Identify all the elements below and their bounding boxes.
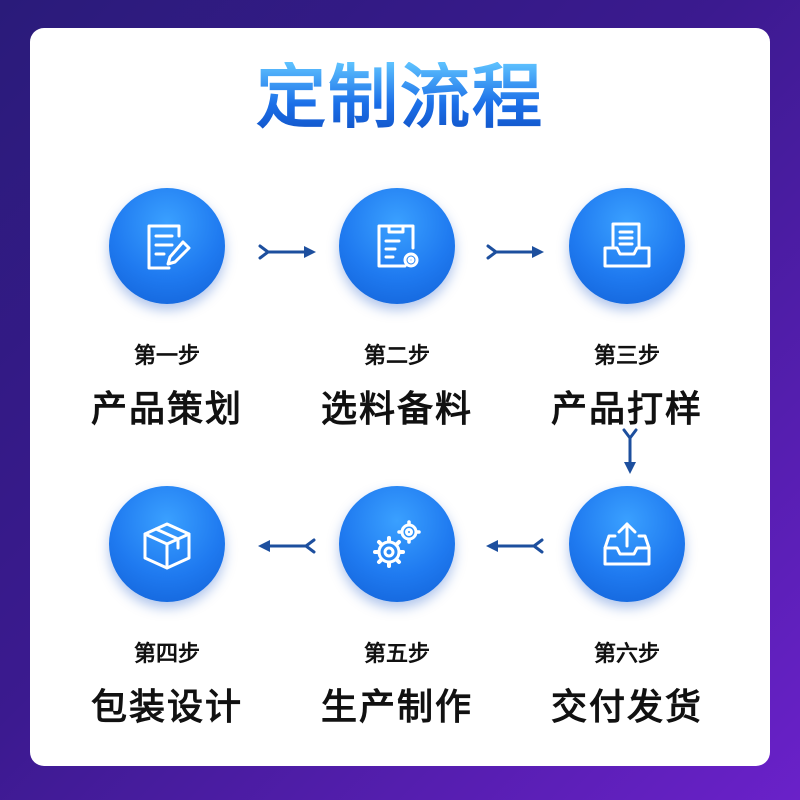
step-1: 第一步 产品策划 — [67, 188, 267, 432]
step-2: 第二步 选料备料 — [297, 188, 497, 432]
gears-icon — [373, 520, 421, 568]
step-3-circle — [569, 188, 685, 304]
step-2-name: 选料备料 — [320, 389, 473, 430]
content-card — [30, 28, 770, 766]
arrow-down-3-to-6 — [622, 428, 638, 476]
arrow-left-5-to-4 — [256, 538, 316, 554]
step-1-circle — [109, 188, 225, 304]
step-4-name: 包装设计 — [90, 687, 243, 728]
step-3: 第三步 产品打样 — [527, 188, 727, 432]
page-title: 定制流程 — [0, 62, 800, 132]
step-1-number: 第一步 — [133, 344, 200, 369]
step-3-name: 产品打样 — [550, 389, 703, 430]
step-5-number: 第五步 — [363, 642, 430, 667]
step-6-circle — [569, 486, 685, 602]
step-2-number: 第二步 — [363, 344, 430, 369]
package-box-icon — [143, 522, 191, 570]
step-6-name: 交付发货 — [550, 687, 703, 728]
step-4-number: 第四步 — [133, 642, 200, 667]
step-4-circle — [109, 486, 225, 602]
step-4: 第四步 包装设计 — [67, 486, 267, 730]
clipboard-settings-icon — [377, 224, 419, 268]
step-6-number: 第六步 — [593, 642, 660, 667]
edit-document-icon — [147, 224, 191, 270]
document-tray-icon — [603, 222, 651, 268]
arrow-right-1-to-2 — [258, 244, 318, 260]
step-5-circle — [339, 486, 455, 602]
step-2-circle — [339, 188, 455, 304]
step-1-name: 产品策划 — [90, 389, 243, 430]
step-5: 第五步 生产制作 — [297, 486, 497, 730]
outbox-upload-icon — [603, 522, 651, 566]
step-6: 第六步 交付发货 — [527, 486, 727, 730]
arrow-left-6-to-5 — [484, 538, 544, 554]
step-5-name: 生产制作 — [320, 687, 473, 728]
step-3-number: 第三步 — [593, 344, 660, 369]
arrow-right-2-to-3 — [486, 244, 546, 260]
